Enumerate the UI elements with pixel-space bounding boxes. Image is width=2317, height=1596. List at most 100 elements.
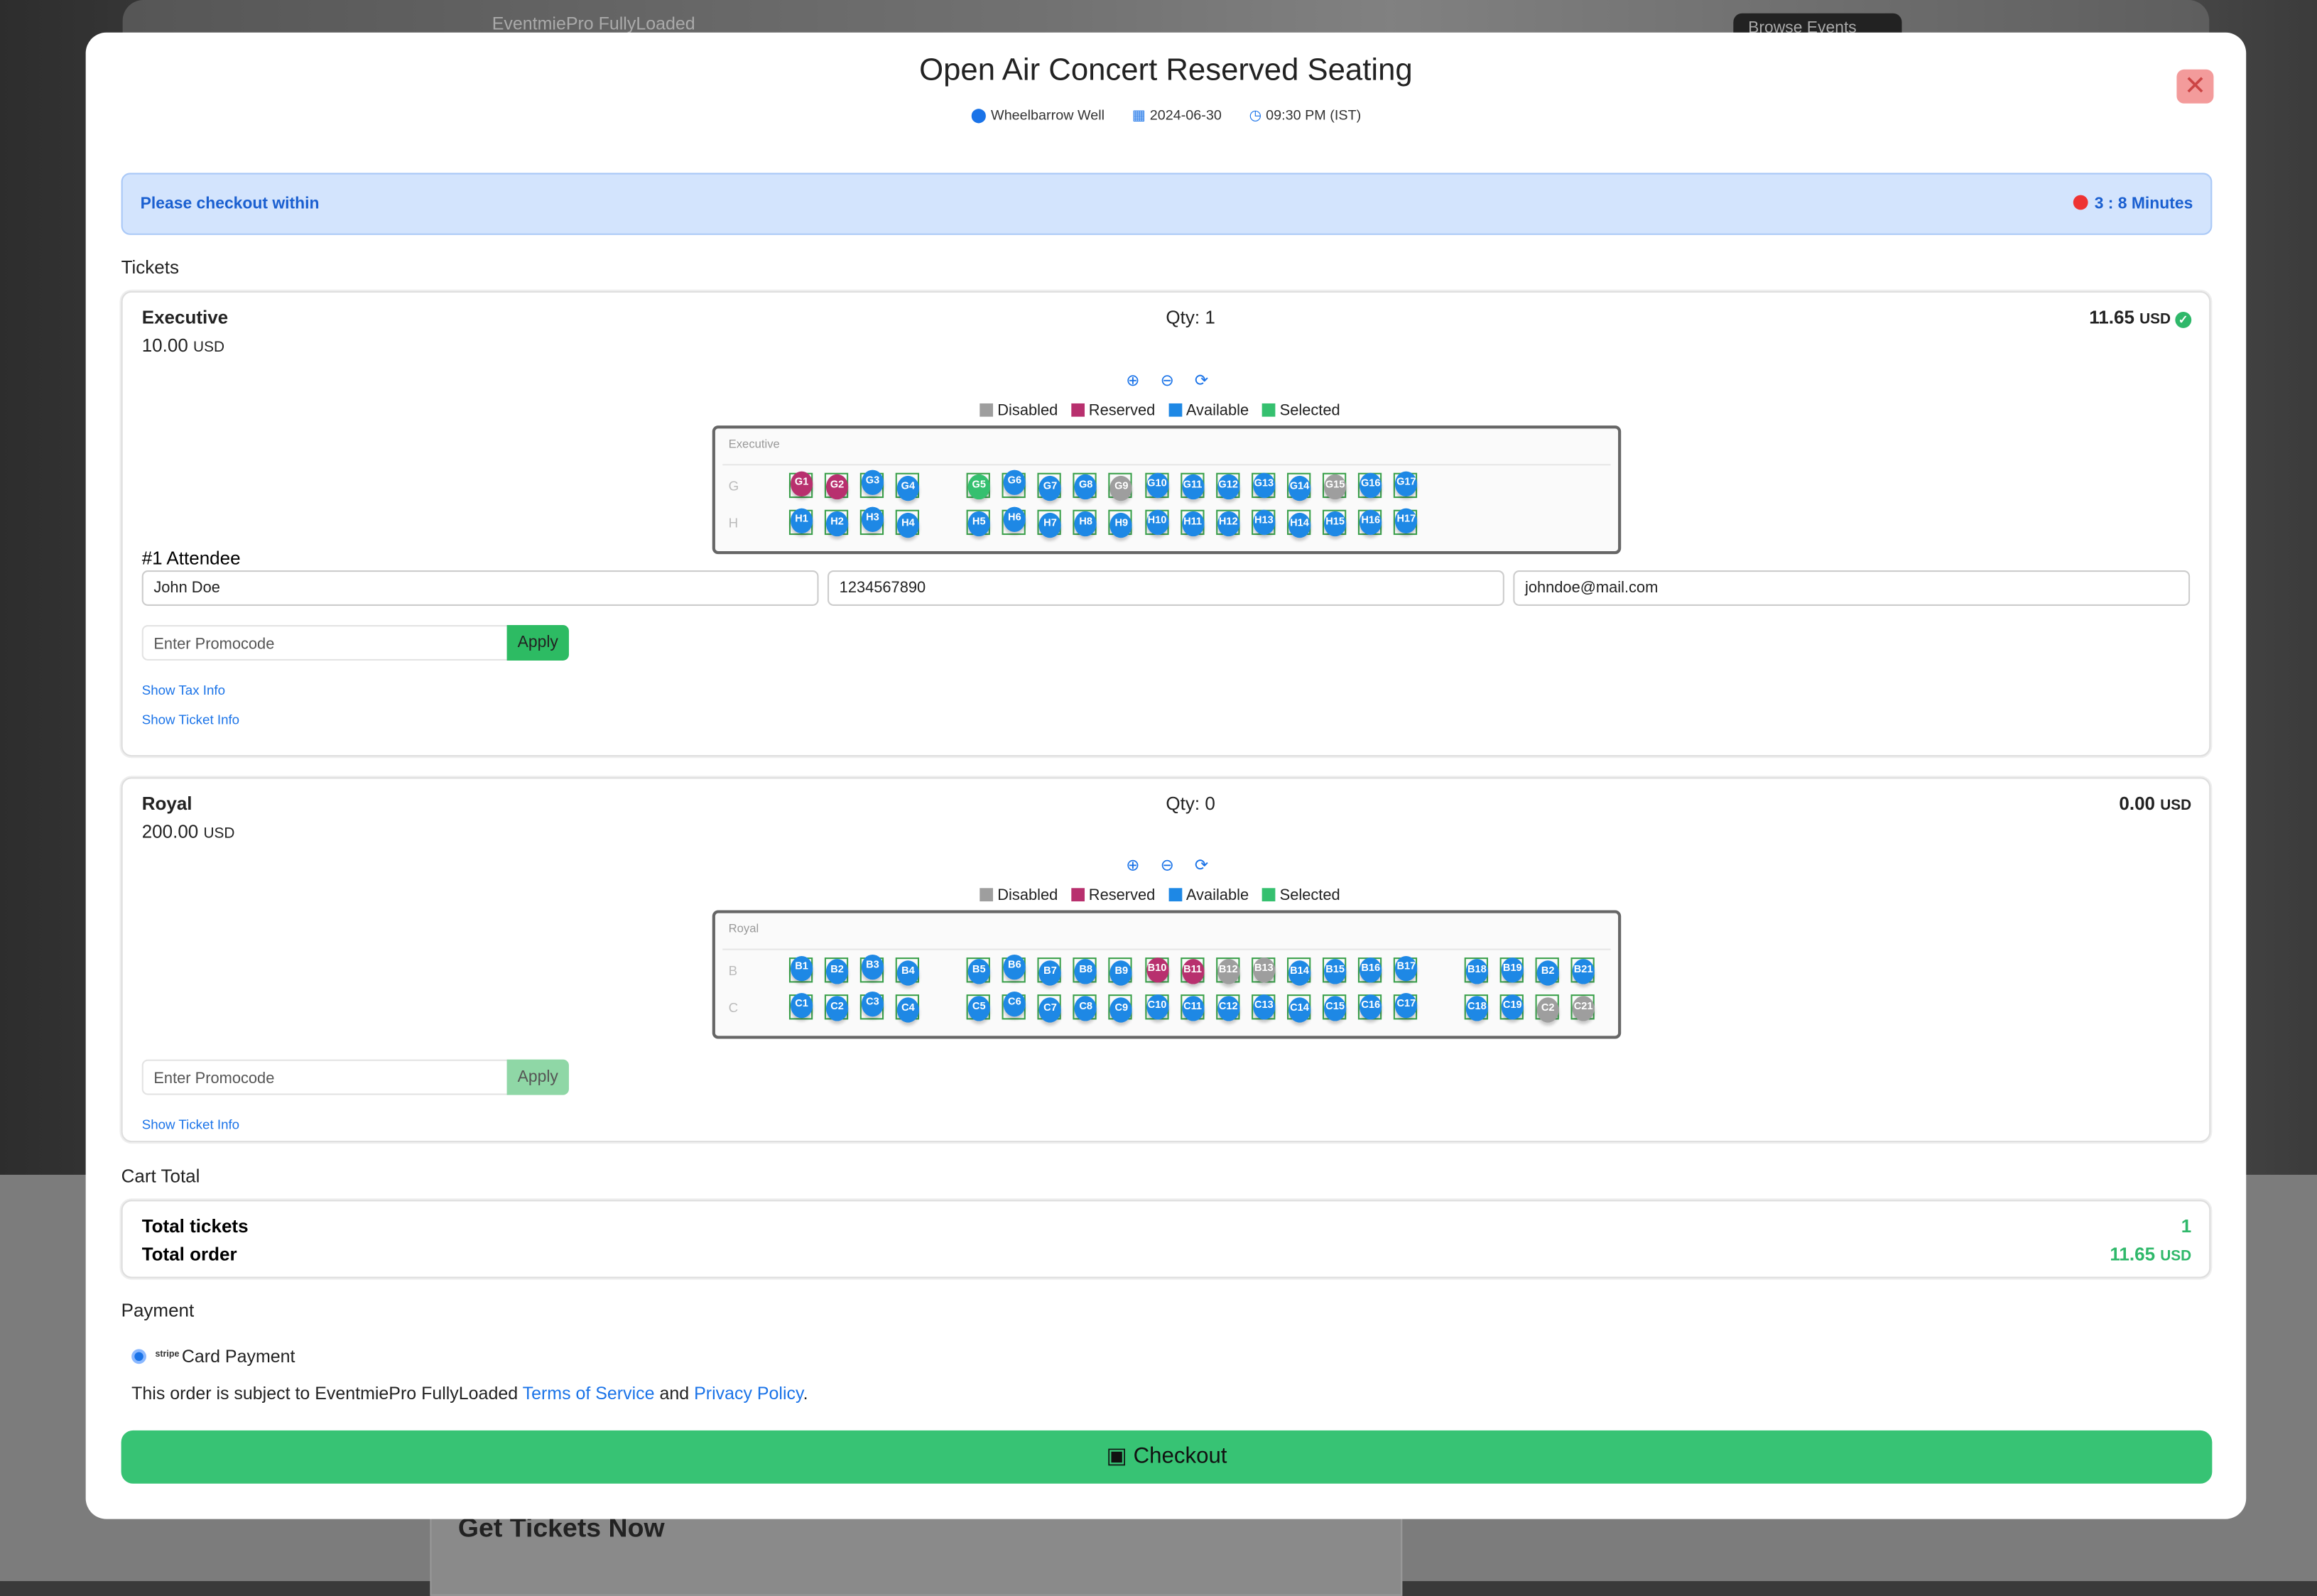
seat-available[interactable]: H13 xyxy=(1251,509,1275,535)
seat-available[interactable]: H12 xyxy=(1215,509,1239,536)
seat-available[interactable]: G7 xyxy=(1037,472,1062,501)
show-tax-info-link[interactable]: Show Tax Info xyxy=(141,683,226,697)
show-ticket-info-link[interactable]: Show Ticket Info xyxy=(141,1117,240,1132)
seat-available[interactable]: H9 xyxy=(1109,509,1133,538)
seat-available[interactable]: C6 xyxy=(1002,990,1026,1019)
seat-label: B10 xyxy=(1146,957,1168,983)
seat-label: B2 xyxy=(1536,960,1559,986)
attendee-email-input[interactable]: johndoe@mail.com xyxy=(1513,570,2191,606)
seat-available[interactable]: B4 xyxy=(895,957,920,986)
seat-available[interactable]: G17 xyxy=(1394,471,1418,499)
seat-available[interactable]: B1 xyxy=(788,956,813,983)
seat-available[interactable]: C7 xyxy=(1037,994,1062,1022)
seat-available[interactable]: G6 xyxy=(1002,469,1026,499)
refresh-icon[interactable]: ⟳ xyxy=(1194,372,1209,391)
seat-available[interactable]: H15 xyxy=(1322,509,1347,536)
seat-label: B5 xyxy=(967,959,990,984)
seat-available[interactable]: B19 xyxy=(1499,957,1524,983)
seat-available[interactable]: B21 xyxy=(1570,957,1595,984)
seat-available[interactable]: B3 xyxy=(859,954,884,983)
seat-available[interactable]: H14 xyxy=(1286,509,1311,538)
seat-label: H1 xyxy=(791,507,813,533)
seat-available[interactable]: C2 xyxy=(824,994,849,1021)
seat-available[interactable]: B8 xyxy=(1073,957,1097,984)
terms-prefix: This order is subject to EventmiePro Ful… xyxy=(131,1383,519,1404)
seat-available[interactable]: C19 xyxy=(1499,994,1524,1019)
seat-available[interactable]: B5 xyxy=(966,957,990,984)
check-circle-icon: ✓ xyxy=(2175,311,2192,328)
refresh-icon[interactable]: ⟳ xyxy=(1194,857,1209,875)
seat-selected[interactable]: G5 xyxy=(966,472,990,500)
seat-available[interactable]: C8 xyxy=(1073,994,1097,1021)
seat-available[interactable]: H3 xyxy=(859,506,884,535)
seat-available[interactable]: H16 xyxy=(1358,509,1382,535)
seat-available[interactable]: C10 xyxy=(1144,994,1168,1019)
seat-available[interactable]: H7 xyxy=(1037,509,1062,538)
seat-available[interactable]: G4 xyxy=(895,472,920,501)
seat-available[interactable]: G12 xyxy=(1215,472,1239,500)
seat-available[interactable]: C18 xyxy=(1464,994,1488,1021)
seat-available[interactable]: B14 xyxy=(1286,957,1311,986)
seat-available[interactable]: G16 xyxy=(1358,472,1382,499)
seat-available[interactable]: C13 xyxy=(1251,994,1275,1019)
legend-swatch-available xyxy=(1168,403,1182,417)
seat-available[interactable]: C5 xyxy=(966,994,990,1021)
seat-available[interactable]: B18 xyxy=(1464,957,1488,984)
seat-available[interactable]: H2 xyxy=(824,509,849,536)
zoom-in-icon[interactable]: ⊕ xyxy=(1126,372,1140,391)
seat-available[interactable]: B6 xyxy=(1002,954,1026,983)
seat-available[interactable]: B9 xyxy=(1109,957,1133,986)
seat-available[interactable]: B15 xyxy=(1322,957,1347,984)
zoom-out-icon[interactable]: ⊖ xyxy=(1160,857,1174,875)
zoom-in-icon[interactable]: ⊕ xyxy=(1126,857,1140,875)
seat-available[interactable]: G14 xyxy=(1286,472,1311,501)
divider xyxy=(722,464,1611,466)
seat-available[interactable]: C16 xyxy=(1358,994,1382,1019)
attendee-phone-input[interactable]: 1234567890 xyxy=(828,570,1504,606)
seat-available[interactable]: H1 xyxy=(788,507,813,535)
seat-available[interactable]: H4 xyxy=(895,509,920,538)
seat-available[interactable]: G8 xyxy=(1073,472,1097,500)
seat-available[interactable]: H17 xyxy=(1394,507,1418,535)
seat-available[interactable]: C9 xyxy=(1109,994,1133,1022)
seat-available[interactable]: C11 xyxy=(1180,994,1204,1021)
apply-promocode-button[interactable]: Apply xyxy=(506,1059,569,1095)
seat-available[interactable]: C14 xyxy=(1286,994,1311,1022)
seat-available[interactable]: C15 xyxy=(1322,994,1347,1021)
close-button[interactable]: ✕ xyxy=(2176,69,2214,104)
seat-available[interactable]: H5 xyxy=(966,509,990,536)
terms-period: . xyxy=(803,1383,808,1404)
seat-available[interactable]: G13 xyxy=(1251,472,1275,499)
promocode-input[interactable]: Enter Promocode xyxy=(141,1059,509,1095)
seat-available[interactable]: B2 xyxy=(824,957,849,984)
seat-available[interactable]: G11 xyxy=(1180,472,1204,500)
show-ticket-info-link[interactable]: Show Ticket Info xyxy=(141,712,240,727)
seat-available[interactable]: C12 xyxy=(1215,994,1239,1021)
legend-swatch-reserved xyxy=(1070,403,1085,417)
zoom-out-icon[interactable]: ⊖ xyxy=(1160,372,1174,391)
card-payment-label[interactable]: Card Payment xyxy=(181,1346,295,1367)
seat-available[interactable]: H10 xyxy=(1144,509,1168,535)
privacy-policy-link[interactable]: Privacy Policy xyxy=(694,1383,803,1404)
seat-available[interactable]: B17 xyxy=(1394,956,1418,983)
seat-available[interactable]: H8 xyxy=(1073,509,1097,536)
seat-available[interactable]: B2 xyxy=(1535,957,1559,986)
checkout-button[interactable]: ▣ Checkout xyxy=(121,1430,2213,1484)
apply-promocode-button[interactable]: Apply xyxy=(506,625,569,661)
ticket-currency: USD xyxy=(203,825,235,842)
seat-available[interactable]: H11 xyxy=(1180,509,1204,536)
seat-available[interactable]: G3 xyxy=(859,469,884,499)
seat-available[interactable]: B7 xyxy=(1037,957,1062,986)
card-payment-radio[interactable] xyxy=(131,1349,146,1364)
promocode-input[interactable]: Enter Promocode xyxy=(141,625,509,661)
seat-available[interactable]: C4 xyxy=(895,994,920,1022)
attendee-name-input[interactable]: John Doe xyxy=(141,570,819,606)
seat-available[interactable]: C1 xyxy=(788,992,813,1019)
seat-available[interactable]: C3 xyxy=(859,990,884,1019)
terms-of-service-link[interactable]: Terms of Service xyxy=(522,1383,655,1404)
seat-available[interactable]: C17 xyxy=(1394,992,1418,1019)
seat-available[interactable]: B16 xyxy=(1358,957,1382,983)
legend-swatch-reserved xyxy=(1070,888,1085,902)
seat-available[interactable]: H6 xyxy=(1002,506,1026,535)
seat-available[interactable]: G10 xyxy=(1144,472,1168,499)
